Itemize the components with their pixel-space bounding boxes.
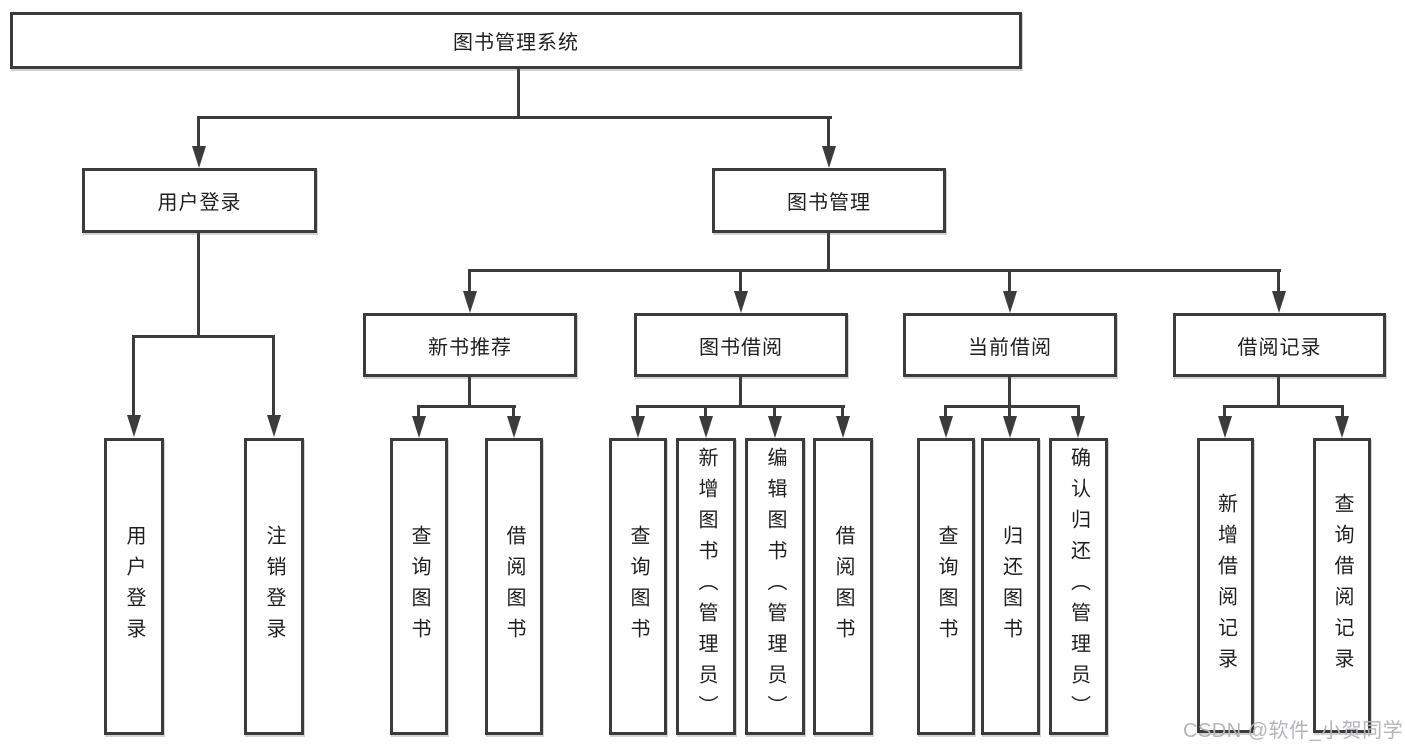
connector-current-borrowing-crossbar [944, 405, 1080, 408]
csdn-watermark: CSDN @软件_小贺同学 [1183, 720, 1404, 742]
arrowhead-confirm-return [1071, 416, 1085, 438]
node-current-borrowing: 当前借阅 [903, 313, 1117, 377]
leaf-query-books-borrowing-label: 查询图书 [627, 524, 649, 649]
connector-user-login-trunk [197, 233, 200, 337]
node-borrowing-records: 借阅记录 [1173, 313, 1386, 377]
arrowhead-add-record [1218, 416, 1232, 438]
arrowhead-borrow-books-b [507, 416, 521, 438]
arrowhead-query-books-b [412, 416, 426, 438]
connector-book-management-crossbar [468, 269, 1281, 272]
leaf-logout: 注销登录 [244, 438, 304, 735]
leaf-user-login: 用户登录 [104, 438, 164, 735]
arrowhead-leaf-logout [267, 415, 281, 437]
connector-drop-new-book [468, 269, 471, 293]
leaf-add-borrow-record: 新增借阅记录 [1197, 438, 1254, 733]
connector-drop-edit-book [773, 405, 776, 419]
connector-drop-return-books [1008, 405, 1011, 419]
leaf-edit-book-admin-label: 编辑图书（管理员） [764, 447, 786, 726]
arrowhead-query-books-c [631, 416, 645, 438]
node-user-login: 用户登录 [82, 168, 317, 233]
leaf-borrow-books-recommend: 借阅图书 [485, 438, 543, 735]
connector-new-book-trunk [468, 377, 471, 407]
connector-borrowing-records-trunk [1277, 377, 1280, 407]
connector-drop-book-borrowing [739, 269, 742, 293]
arrowhead-add-book [699, 416, 713, 438]
leaf-borrow-books: 借阅图书 [813, 438, 873, 735]
arrowhead-query-books-d [939, 416, 953, 438]
leaf-query-borrow-record: 查询借阅记录 [1313, 438, 1371, 733]
connector-root-crossbar [197, 116, 832, 119]
connector-book-management-trunk [827, 233, 830, 272]
connector-drop-add-record [1223, 405, 1226, 419]
connector-drop-borrow-books-b [512, 405, 515, 419]
connector-drop-query-record [1341, 405, 1344, 419]
connector-drop-add-book [704, 405, 707, 419]
leaf-borrow-books-label: 借阅图书 [832, 524, 854, 649]
node-new-book-recommendation: 新书推荐 [363, 313, 577, 377]
connector-book-borrowing-crossbar [636, 405, 845, 408]
leaf-query-borrow-record-label: 查询借阅记录 [1331, 492, 1353, 679]
connector-drop-leaf-user-login [132, 335, 135, 415]
leaf-borrow-books-recommend-label: 借阅图书 [503, 524, 525, 649]
connector-drop-query-books-c [636, 405, 639, 419]
connector-new-book-crossbar [417, 405, 516, 408]
leaf-query-books-borrowing: 查询图书 [609, 438, 667, 735]
node-library-management-system: 图书管理系统 [10, 12, 1022, 69]
node-book-management: 图书管理 [712, 168, 946, 233]
arrowhead-user-login [192, 146, 206, 168]
connector-drop-query-books-b [417, 405, 420, 419]
leaf-edit-book-admin: 编辑图书（管理员） [745, 438, 805, 735]
connector-current-borrowing-trunk [1008, 377, 1011, 407]
connector-drop-borrowing-records [1277, 269, 1280, 293]
leaf-confirm-return-admin: 确认归还（管理员） [1049, 438, 1108, 735]
arrowhead-query-record [1335, 416, 1349, 438]
node-book-borrowing: 图书借阅 [634, 313, 848, 377]
connector-book-borrowing-trunk [739, 377, 742, 407]
arrowhead-borrow-books-c [836, 416, 850, 438]
connector-drop-user-login [197, 116, 200, 148]
connector-drop-leaf-logout [272, 335, 275, 415]
leaf-query-books-current-label: 查询图书 [935, 524, 957, 649]
arrowhead-book-borrowing [734, 291, 748, 313]
leaf-return-books-label: 归还图书 [999, 524, 1022, 649]
connector-root-trunk [517, 69, 520, 118]
connector-drop-query-books-d [944, 405, 947, 419]
arrowhead-new-book [463, 291, 477, 313]
leaf-add-borrow-record-label: 新增借阅记录 [1214, 492, 1237, 679]
arrowhead-current-borrowing [1003, 291, 1017, 313]
leaf-query-books-recommend-label: 查询图书 [408, 524, 430, 649]
arrowhead-edit-book [768, 416, 782, 438]
connector-drop-current-borrowing [1008, 269, 1011, 293]
leaf-add-book-admin: 新增图书（管理员） [676, 438, 736, 735]
leaf-user-login-label: 用户登录 [123, 524, 145, 649]
leaf-logout-label: 注销登录 [263, 524, 285, 649]
arrowhead-return-books [1003, 416, 1017, 438]
connector-borrowing-records-crossbar [1223, 405, 1344, 408]
connector-drop-borrow-books-c [841, 405, 844, 419]
leaf-return-books: 归还图书 [981, 438, 1040, 735]
leaf-query-books-recommend: 查询图书 [390, 438, 448, 735]
connector-drop-confirm-return [1077, 405, 1080, 419]
connector-drop-book-management [827, 116, 830, 148]
arrowhead-book-management [822, 146, 836, 168]
arrowhead-borrowing-records [1272, 291, 1286, 313]
leaf-add-book-admin-label: 新增图书（管理员） [695, 447, 717, 726]
leaf-confirm-return-admin-label: 确认归还（管理员） [1067, 447, 1090, 726]
connector-user-login-crossbar [132, 335, 275, 338]
leaf-query-books-current: 查询图书 [917, 438, 975, 735]
arrowhead-leaf-user-login [127, 415, 141, 437]
